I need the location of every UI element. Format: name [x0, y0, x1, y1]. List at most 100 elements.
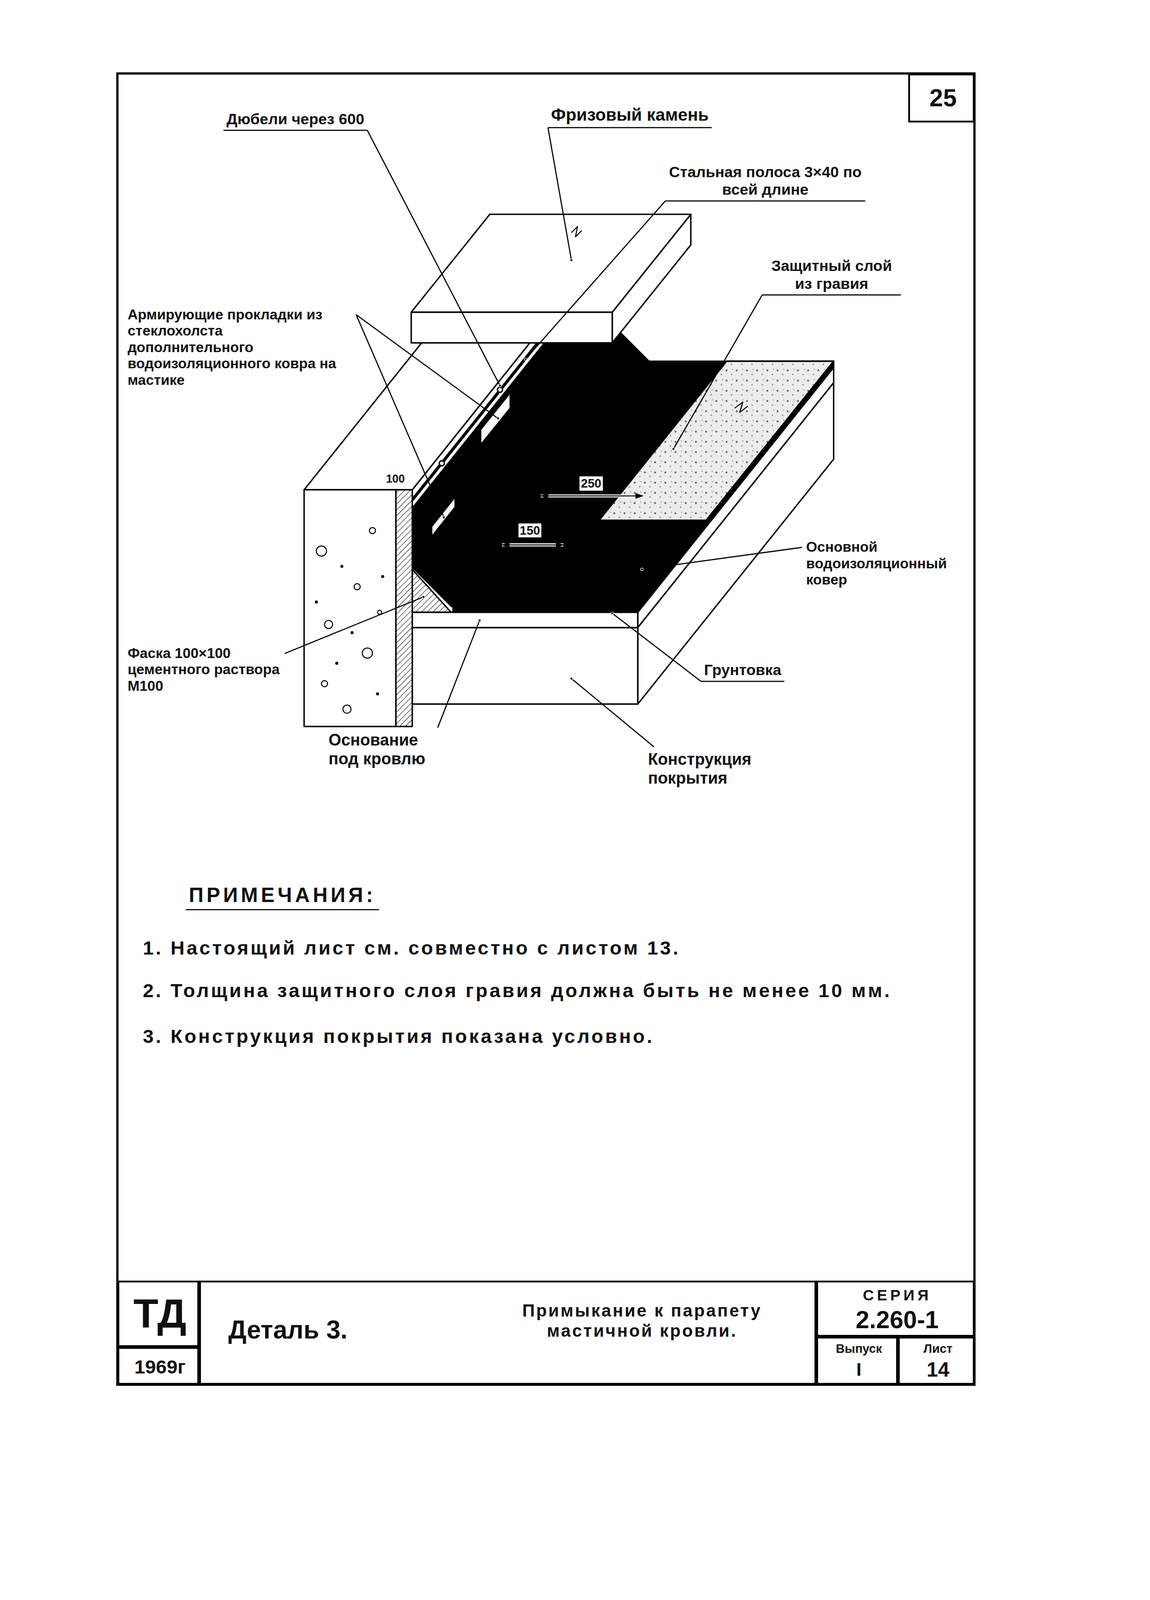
chamfer-section	[412, 569, 451, 613]
roof-slab	[412, 627, 638, 705]
callout-label: Основной водоизоляционный ковер	[805, 538, 959, 589]
title-block-text: I	[818, 1359, 900, 1381]
label-underline	[762, 294, 901, 296]
callout-label: Армирующие прокладки из стеклохолста доп…	[127, 306, 353, 389]
label-underline	[223, 129, 368, 131]
note-text: 2. Толщина защитного слоя гравия должна …	[143, 979, 893, 1002]
title-block-text: 25	[910, 84, 977, 113]
dimension-value: 100	[384, 472, 407, 486]
label-underline	[548, 126, 712, 129]
notes-heading: ПРИМЕЧАНИЯ:	[188, 883, 376, 907]
leader-line	[525, 200, 666, 360]
dimension-line	[501, 542, 563, 548]
leader-dot	[610, 611, 614, 615]
callout-label: Стальная полоса 3×40 по всей длине	[668, 163, 863, 199]
leader-line	[356, 314, 498, 419]
title-block-cell: ВыпускI	[816, 1336, 898, 1385]
dimension-line	[540, 495, 643, 497]
concrete-aggregate	[381, 575, 384, 578]
title-block-text: 14	[899, 1358, 977, 1382]
dimension-value: 150	[518, 523, 542, 538]
title-block-text: ТД	[119, 1290, 201, 1338]
note-text: 3. Конструкция покрытия показана условно…	[143, 1025, 655, 1048]
leader-dot	[570, 677, 573, 680]
leader-dot	[498, 384, 502, 388]
reinforcing-strip	[480, 392, 511, 445]
label-underline	[701, 680, 785, 683]
title-block-text: 2.260-1	[818, 1306, 977, 1335]
label-underline	[185, 909, 379, 911]
leader-dot	[478, 618, 481, 622]
leader-line	[437, 620, 480, 728]
dowel	[497, 387, 503, 393]
concrete-aggregate	[353, 583, 361, 590]
leader-dot	[640, 567, 644, 571]
callout-label: Фризовый камень	[551, 104, 710, 125]
membrane-front	[453, 605, 638, 613]
leader-line	[612, 613, 702, 682]
concrete-aggregate	[321, 680, 328, 687]
leader-dot	[570, 258, 573, 262]
leader-line	[641, 547, 802, 570]
leader-dot	[524, 357, 528, 361]
leader-dot	[672, 447, 676, 451]
break-line	[571, 226, 582, 237]
title-block-text: Примыкание к парапету мастичной кровли.	[486, 1300, 798, 1341]
leader-line	[284, 596, 424, 654]
callout-label: Конструкция покрытия	[648, 749, 802, 788]
sheet-frame	[117, 73, 975, 1385]
title-block-text: Выпуск	[818, 1341, 900, 1356]
sheet-number-box: 25	[908, 73, 975, 123]
leader-line	[673, 294, 763, 449]
break-line	[734, 401, 749, 413]
title-block-text: Деталь 3.	[228, 1315, 463, 1345]
concrete-aggregate	[362, 648, 373, 659]
frieze-stone-top	[411, 214, 691, 313]
callout-label: Защитный слой из гравия	[765, 257, 898, 292]
dimension-line	[501, 544, 563, 546]
concrete-aggregate	[369, 527, 376, 534]
dimension-line	[540, 494, 643, 498]
callout-label: Грунтовка	[704, 661, 782, 679]
concrete-aggregate	[376, 692, 379, 696]
concrete-aggregate	[342, 705, 351, 714]
sheet-frame	[117, 73, 975, 1385]
leader-dot	[496, 417, 500, 420]
concrete-aggregate	[340, 565, 344, 568]
leader-dot	[442, 515, 446, 519]
title-block-text: СЕРИЯ	[818, 1286, 977, 1304]
title-block-cell: ТД	[117, 1280, 200, 1347]
leader-line	[571, 678, 654, 747]
title-block-cell: 1969г	[117, 1346, 200, 1385]
callout-label: Основание под кровлю	[328, 730, 447, 769]
title-block-cell: Лист 14	[897, 1336, 975, 1385]
concrete-aggregate	[315, 601, 318, 604]
title-block-cell: СЕРИЯ 2.260-1	[816, 1280, 975, 1337]
note-text: 1. Настоящий лист см. совместно с листом…	[143, 936, 681, 960]
dimension-line	[501, 493, 643, 548]
concrete-aggregate	[351, 631, 354, 634]
dimension-value: 250	[579, 476, 603, 491]
title-block-cell: Деталь 3. Примыкание к парапету мастичной…	[199, 1280, 817, 1385]
roof-detail-illustration	[304, 214, 834, 727]
leader-line	[367, 130, 501, 386]
wall-section	[304, 489, 397, 727]
roof-base	[412, 612, 638, 628]
dimension-line	[501, 543, 563, 547]
leader-dot	[422, 595, 425, 599]
plaster-layer	[396, 489, 413, 727]
leader-line	[356, 314, 445, 518]
dowel	[439, 460, 445, 466]
membrane-edge	[412, 565, 454, 606]
callout-label: Фаска 100×100 цементного раствора М100	[127, 644, 281, 695]
leader-line	[548, 127, 572, 261]
title-block-text: Лист	[899, 1341, 977, 1356]
concrete-aggregate	[316, 545, 327, 557]
concrete-aggregate	[335, 662, 339, 665]
frieze-stone-front	[411, 312, 613, 343]
concrete-aggregate	[324, 620, 333, 629]
title-block-text: 1969г	[119, 1355, 201, 1379]
dimension-line	[540, 493, 643, 499]
leader-lines	[185, 127, 902, 910]
